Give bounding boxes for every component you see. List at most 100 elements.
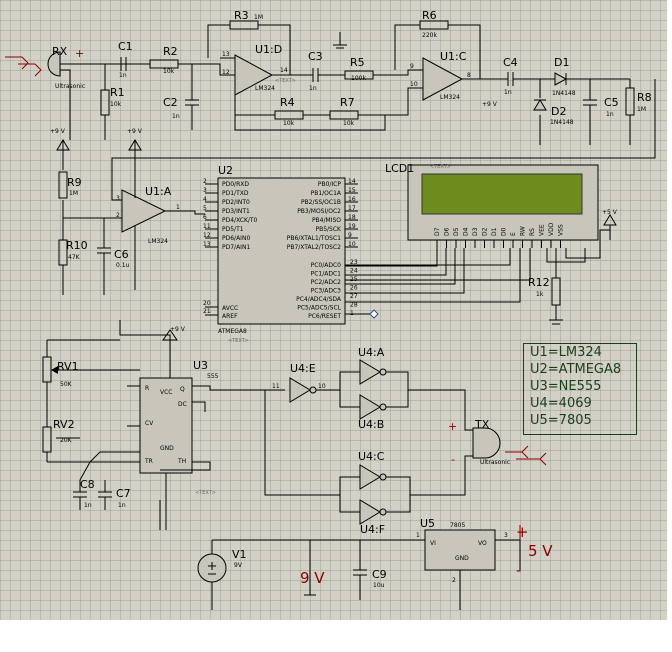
- u5-pin-2: 2: [452, 577, 456, 584]
- capacitor-c1: C1 1n: [118, 40, 133, 79]
- c8-value: 1n: [84, 502, 92, 509]
- rv2-ref: RV2: [53, 418, 75, 431]
- rx-sensor: RX Ultrasonic +: [5, 45, 150, 140]
- u2-right-pin-name: PB4/MISO: [312, 217, 341, 224]
- u2-right-pin-name: PB3/MOSI/OC2: [297, 208, 341, 215]
- vcc5-label: +5 V: [602, 209, 618, 216]
- u2-adc-pin-name: PC5/ADC5/SCL: [297, 305, 341, 312]
- u2-pin-avcc: AVCC: [222, 305, 238, 312]
- r9-value: 1M: [69, 190, 78, 197]
- regulator-u5: U5 7805 VI VO GND 1 3 2: [416, 517, 508, 584]
- u5-gnd: GND: [455, 555, 469, 562]
- legend-u5: U5=7805: [530, 413, 592, 428]
- lcd-pin-name: D0: [501, 227, 508, 236]
- diode-d2: D2 1N4148: [533, 79, 574, 135]
- lcd-pin-name: D4: [463, 227, 470, 236]
- u2-right-pin-name: PB6/XTAL1/TOSC1: [287, 235, 341, 242]
- rx-plus: +: [75, 47, 84, 60]
- c2-value: 1n: [172, 113, 180, 120]
- tx-plus: +: [448, 420, 457, 433]
- u5-pin-1: 1: [416, 532, 420, 539]
- c2-ref: C2: [163, 96, 178, 109]
- u2-adc-pin-name: PC6/RESET: [308, 313, 341, 320]
- c3-ref: C3: [308, 50, 323, 63]
- resistor-r10: R10 47K: [58, 217, 122, 295]
- tx-sensor: TX Ultrasonic + -: [448, 418, 547, 466]
- opamp-u1d: U1:D LM324 13 12 14 <TEXT>: [220, 43, 300, 96]
- u2-right-pin-num: 14: [348, 178, 356, 185]
- r8-ref: R8: [637, 91, 652, 104]
- r12-ref: R12: [528, 276, 550, 289]
- r12-value: 1k: [536, 291, 544, 298]
- r4-value: 10k: [283, 120, 295, 127]
- mcu-u2: U2 ATMEGA8 <TEXT>: [217, 164, 346, 344]
- r10-value: 47K: [68, 254, 81, 261]
- u5-vo: VO: [478, 540, 487, 547]
- u2-left-pin-num: 4: [203, 196, 207, 203]
- c5-ref: C5: [604, 96, 619, 109]
- timing-wire: [47, 451, 140, 492]
- u1a-part: LM324: [148, 238, 168, 245]
- u3-pin-q: Q: [180, 386, 185, 393]
- resistor-r7: R7 10k: [234, 96, 386, 131]
- wire-to-u1a: [111, 79, 656, 201]
- u2-right-pin-num: 9: [348, 232, 352, 239]
- d1-ref: D1: [554, 56, 569, 69]
- u2-right-pin-num: 16: [348, 196, 356, 203]
- legend-u3: U3=NE555: [530, 379, 602, 394]
- lcd-pin-name: VEE: [539, 224, 546, 236]
- u1a-pin-2: 2: [116, 212, 120, 219]
- u2-right-pin-num: 15: [348, 187, 356, 194]
- u1d-pin-12: 12: [222, 69, 230, 76]
- c4-value: 1n: [504, 89, 512, 96]
- r10-ref: R10: [66, 239, 88, 252]
- resistor-r2: R2 10k: [149, 45, 235, 76]
- r6-ref: R6: [422, 9, 437, 22]
- lcd-pin-name: D3: [472, 227, 479, 236]
- capacitor-c6: C6 0.1u: [97, 218, 130, 295]
- u1d-text: <TEXT>: [275, 78, 296, 84]
- u3-pin-th: TH: [177, 458, 186, 465]
- legend-u1: U1=LM324: [530, 345, 602, 360]
- u4e-out: 10: [318, 383, 326, 390]
- resistor-r8: R8 1M: [625, 79, 652, 135]
- c7-value: 1n: [118, 502, 126, 509]
- u2-adc-pin-name: PC3/ADC3: [311, 288, 342, 295]
- u2-right-pin-num: 17: [348, 205, 356, 212]
- u2-left-pin-name: PD5/T1: [222, 226, 244, 233]
- c6-value: 0.1u: [116, 262, 130, 269]
- u3-pin-r: R: [145, 385, 149, 392]
- capacitor-c4: C4 1n: [500, 56, 555, 96]
- u2-left-pin-num: 3: [203, 187, 207, 194]
- u4b-ref: U4:B: [358, 418, 384, 431]
- u4a-ref: U4:A: [358, 346, 385, 359]
- capacitor-c5: C5 1n: [583, 79, 619, 135]
- r2-ref: R2: [163, 45, 178, 58]
- u1c-vplus: +9 V: [482, 101, 498, 108]
- resistor-r6: R6 220k: [394, 9, 481, 79]
- lcd-pin-name: VDD: [548, 222, 555, 236]
- lcd-pin-name: D1: [491, 227, 498, 236]
- lcd-pin-name: E: [510, 232, 517, 236]
- source-v1: V1 9V: [197, 540, 247, 610]
- lcd-wires: [345, 229, 610, 303]
- u2-part: ATMEGA8: [218, 328, 247, 335]
- ground-top: [333, 32, 347, 49]
- rv1-ref: RV1: [57, 360, 79, 373]
- u3-pin-dc: DC: [178, 401, 187, 408]
- lcd-pin-name: RW: [520, 226, 527, 236]
- capacitor-c8: C8 1n: [73, 478, 95, 510]
- u2-adc-pin-name: PC2/ADC2: [311, 279, 342, 286]
- u2-left-pin-name: PD2/INT0: [222, 199, 250, 206]
- lcd-ref: LCD1: [385, 162, 414, 175]
- u1d-ref: U1:D: [255, 43, 282, 56]
- u5-ref: U5: [420, 517, 435, 530]
- u2-right-pin-name: PB5/SCK: [315, 226, 342, 233]
- u2-adc-pin-num: 24: [350, 268, 358, 275]
- v1-ref: V1: [232, 548, 247, 561]
- u2-right-pin-num: 18: [348, 214, 356, 221]
- u2-left-pin-name: PD0/RXD: [222, 181, 249, 188]
- vplus-u3: +9 V: [170, 326, 186, 333]
- u3-part: 555: [207, 373, 219, 380]
